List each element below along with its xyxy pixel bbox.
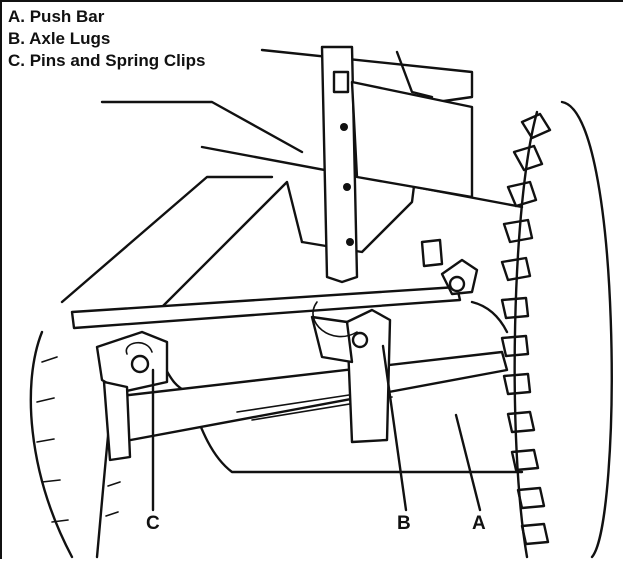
push-bar xyxy=(70,258,509,444)
axle-lug-c xyxy=(95,330,169,462)
callout-c: C xyxy=(146,513,160,534)
legend: A. Push Bar B. Axle Lugs C. Pins and Spr… xyxy=(8,6,205,72)
legend-item-push-bar: A. Push Bar xyxy=(8,7,105,26)
hitch-plate xyxy=(320,45,474,284)
legend-item-axle-lugs: B. Axle Lugs xyxy=(8,29,111,48)
right-tire xyxy=(500,100,613,559)
callout-leaders xyxy=(151,344,482,512)
callout-b: B xyxy=(397,513,411,534)
callout-a: A xyxy=(472,513,486,534)
legend-item-pins-spring-clips: C. Pins and Spring Clips xyxy=(8,51,206,70)
